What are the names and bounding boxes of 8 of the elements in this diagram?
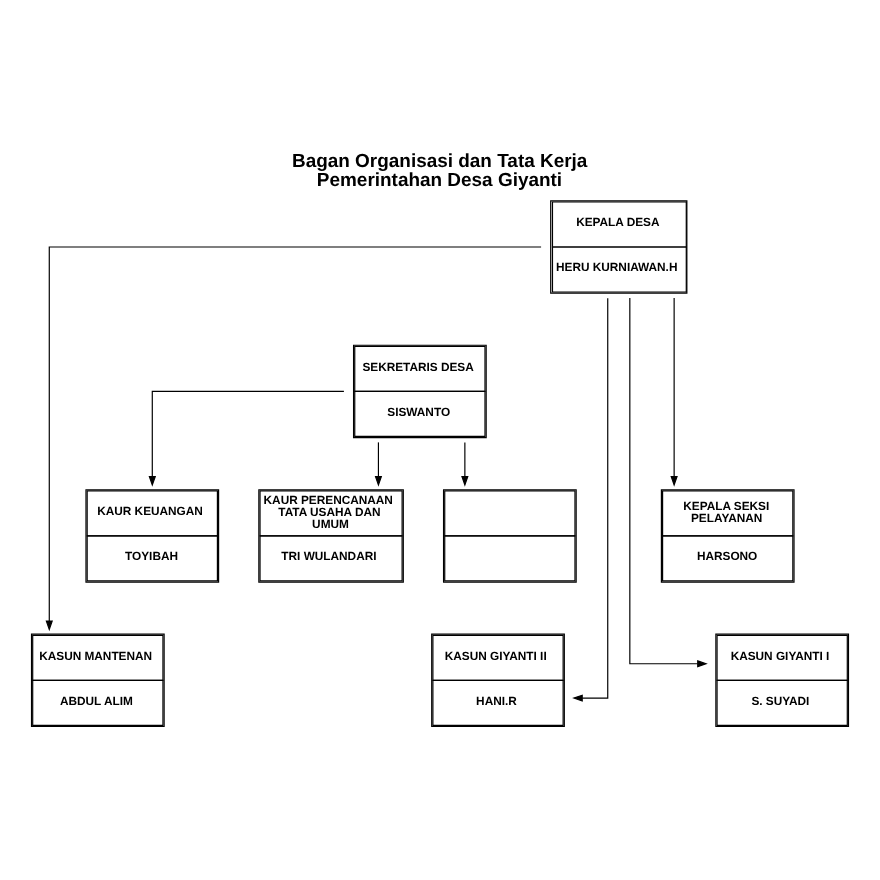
arrow xyxy=(461,441,469,487)
arrow xyxy=(45,246,542,632)
arrow xyxy=(374,441,383,487)
arrow xyxy=(670,297,678,487)
arrow xyxy=(572,297,609,702)
diagram-title: Bagan Organisasi dan Tata Kerja Pemerintahan Desa Giyanti xyxy=(292,151,588,193)
arrow xyxy=(629,297,708,668)
arrow xyxy=(148,390,345,487)
